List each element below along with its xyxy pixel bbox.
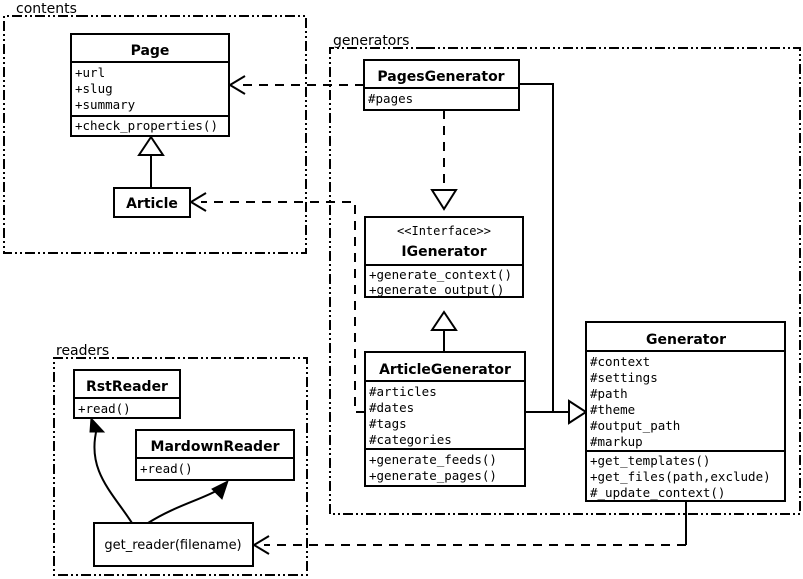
class-Generator-attr-1: #settings xyxy=(590,370,658,385)
class-Generator-title: Generator xyxy=(646,332,726,348)
class-Generator-attr-3: #theme xyxy=(590,402,635,417)
class-Generator-method-0: +get_templates() xyxy=(590,453,710,468)
edge-generator-aggregates-pagesgenerator xyxy=(519,83,554,412)
package-contents: contents xyxy=(3,1,307,254)
class-Generator-attr-2: #path xyxy=(590,386,628,401)
class-PagesGenerator[interactable]: PagesGenerator #pages xyxy=(363,59,520,111)
class-ArticleGenerator-attr-1: #dates xyxy=(369,400,414,415)
function-get-reader[interactable]: get_reader(filename) xyxy=(93,522,254,567)
return-arrowhead-rst xyxy=(89,416,106,433)
class-PagesGenerator-title: PagesGenerator xyxy=(377,69,504,85)
class-Page-attr-0: +url xyxy=(75,65,105,80)
edge-pagesgenerator-implements-igenerator xyxy=(430,110,458,211)
class-IGenerator-title: IGenerator xyxy=(401,244,486,260)
class-RstReader-title: RstReader xyxy=(86,379,168,395)
generalization-arrowhead-2 xyxy=(430,310,458,331)
edge-generator-depends-get-reader xyxy=(252,501,687,555)
generalization-arrowhead xyxy=(137,135,165,156)
class-ArticleGenerator-method-1: +generate_pages() xyxy=(369,468,497,483)
class-Page[interactable]: Page +url +slug +summary +check_properti… xyxy=(70,33,230,137)
class-ArticleGenerator-attr-2: #tags xyxy=(369,416,407,431)
edge-get-reader-returns-rstreader xyxy=(89,416,133,524)
class-Generator-attr-0: #context xyxy=(590,354,650,369)
class-Page-title: Page xyxy=(131,43,170,59)
class-PagesGenerator-attr-0: #pages xyxy=(368,91,413,106)
edge-get-reader-returns-mardownreader xyxy=(147,480,229,524)
class-Article[interactable]: Article xyxy=(113,187,191,218)
class-ArticleGenerator-method-0: +generate_feeds() xyxy=(369,452,497,467)
edge-article-inherits-page xyxy=(137,135,165,188)
package-generators: generators xyxy=(329,33,801,515)
package-generators-label: generators xyxy=(333,33,409,49)
class-ArticleGenerator-attr-3: #categories xyxy=(369,432,452,447)
package-readers: readers xyxy=(53,343,308,576)
class-Generator-attr-5: #markup xyxy=(590,434,643,449)
class-MardownReader[interactable]: MardownReader +read() xyxy=(135,429,295,481)
edge-generator-aggregates-articlegenerator xyxy=(525,399,588,425)
class-Generator-method-1: +get_files(path,exclude) xyxy=(590,469,771,484)
package-contents-label: contents xyxy=(16,1,77,17)
class-IGenerator[interactable]: <<Interface>> IGenerator +generate_conte… xyxy=(364,216,524,298)
realization-arrowhead xyxy=(430,189,458,211)
edge-articlegenerator-depends-article xyxy=(189,192,365,413)
function-get-reader-label: get_reader(filename) xyxy=(104,538,241,553)
class-MardownReader-method-0: +read() xyxy=(140,461,193,476)
class-IGenerator-method-0: +generate_context() xyxy=(369,267,512,282)
class-Page-attr-1: +slug xyxy=(75,81,113,96)
package-readers-border xyxy=(53,357,308,576)
class-IGenerator-stereotype: <<Interface>> xyxy=(397,224,491,238)
class-Generator[interactable]: Generator #context #settings #path #them… xyxy=(585,321,786,502)
aggregation-arrowhead xyxy=(568,399,588,425)
class-ArticleGenerator-title: ArticleGenerator xyxy=(379,362,511,378)
class-MardownReader-title: MardownReader xyxy=(151,439,280,455)
class-ArticleGenerator-attr-0: #articles xyxy=(369,384,437,399)
class-Generator-attr-4: #output_path xyxy=(590,418,680,433)
edge-articlegenerator-implements-igenerator xyxy=(430,310,458,352)
class-RstReader[interactable]: RstReader +read() xyxy=(73,369,181,419)
package-contents-border xyxy=(3,15,307,254)
class-Article-title: Article xyxy=(126,196,178,212)
edge-pagesgenerator-depends-page xyxy=(228,75,364,95)
package-generators-border xyxy=(329,47,801,515)
class-IGenerator-method-1: +generate_output() xyxy=(369,282,504,297)
return-arrowhead-md xyxy=(211,480,229,500)
class-Page-method-0: +check_properties() xyxy=(75,118,218,133)
package-readers-label: readers xyxy=(56,343,109,359)
dependency-arrowhead-page xyxy=(228,75,246,95)
class-Page-attr-2: +summary xyxy=(75,97,136,112)
class-RstReader-method-0: +read() xyxy=(78,401,131,416)
class-Generator-method-2: #_update_context() xyxy=(590,485,725,500)
class-ArticleGenerator[interactable]: ArticleGenerator #articles #dates #tags … xyxy=(364,351,526,487)
